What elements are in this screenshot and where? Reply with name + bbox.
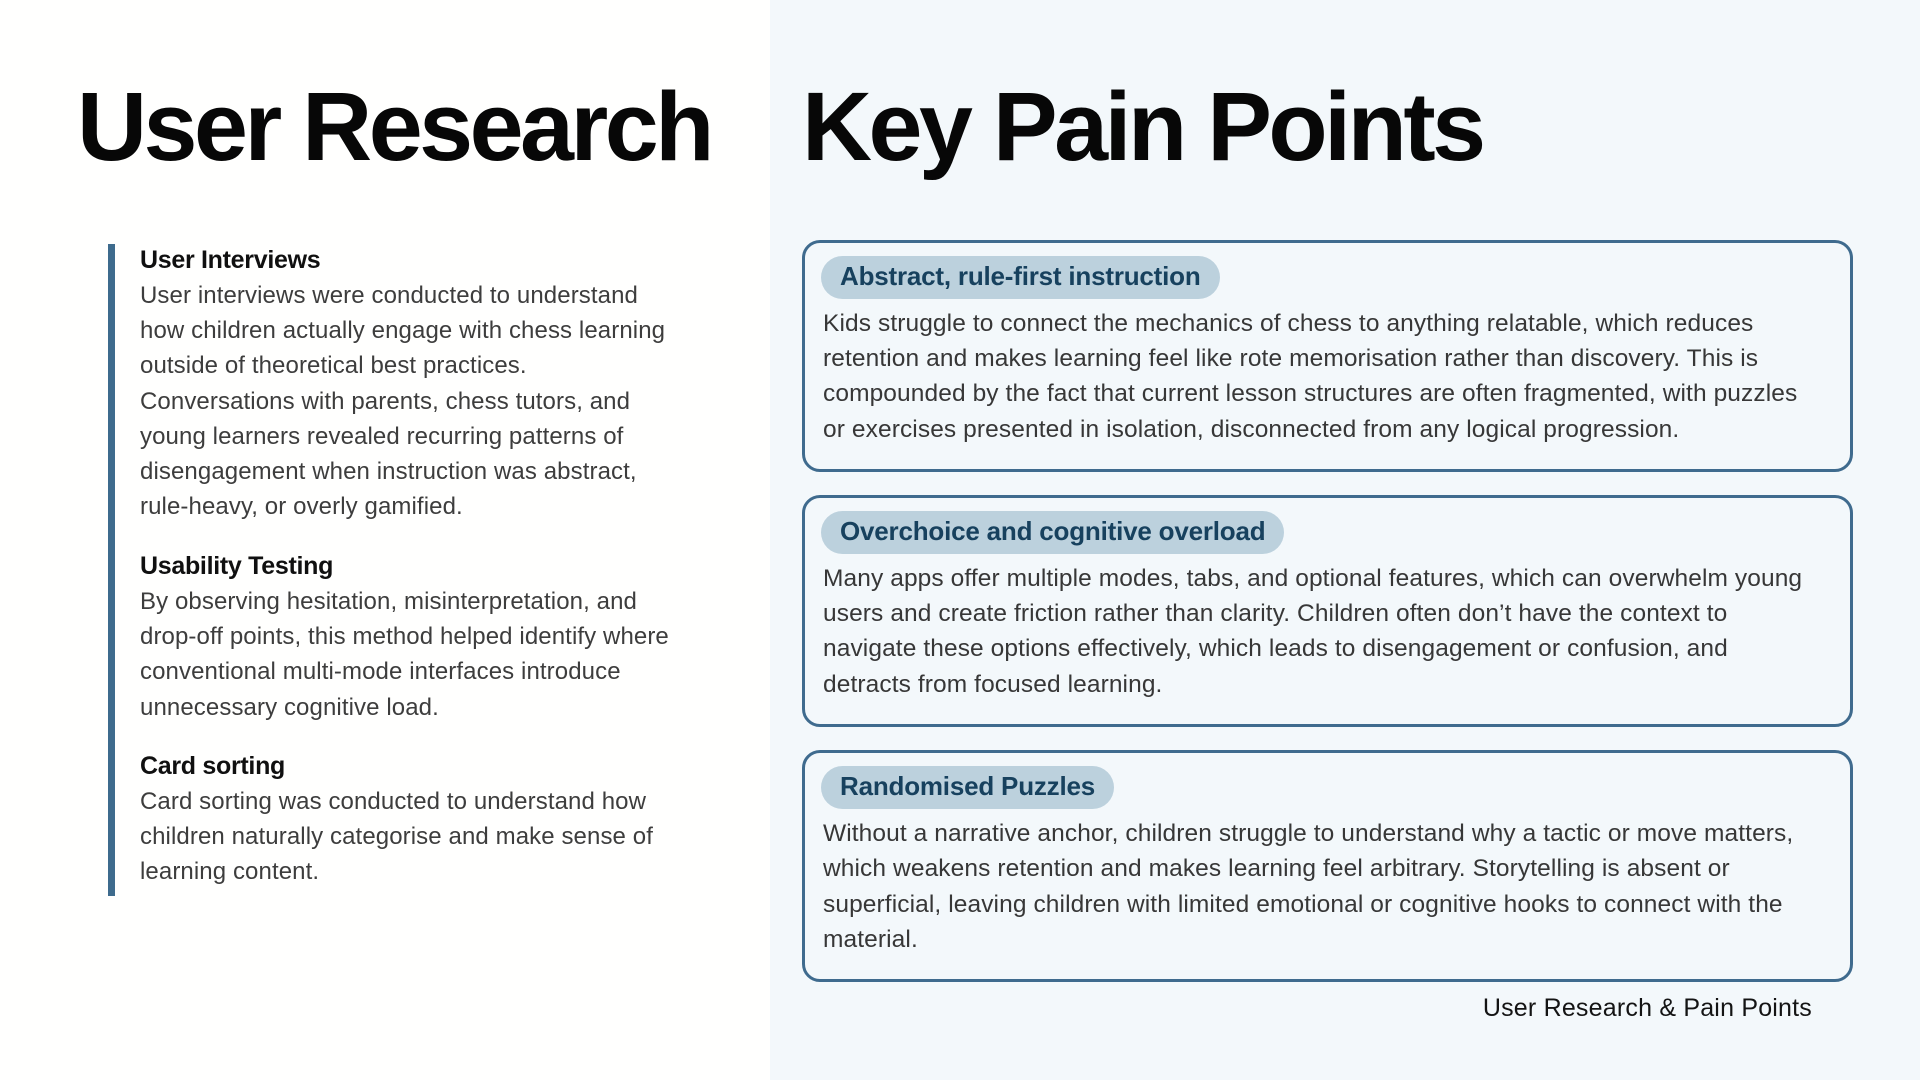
pain-card-label: Randomised Puzzles	[821, 765, 1115, 809]
research-section-usability-testing: Usability Testing By observing hesitatio…	[140, 552, 673, 725]
section-heading: Usability Testing	[140, 551, 334, 580]
pain-card-label: Overchoice and cognitive overload	[821, 510, 1285, 554]
left-panel-title: User Research	[77, 72, 714, 181]
section-body: Card sorting was conducted to understand…	[140, 787, 653, 886]
pain-card-body: Kids struggle to connect the mechanics o…	[823, 309, 1798, 443]
pain-card-overchoice: Overchoice and cognitive overload Many a…	[802, 494, 1853, 727]
pain-card-body: Many apps offer multiple modes, tabs, an…	[823, 564, 1803, 698]
research-section-user-interviews: User Interviews User interviews were con…	[140, 246, 673, 525]
section-heading: User Interviews	[140, 245, 321, 274]
section-body: User interviews were conducted to unders…	[140, 281, 666, 521]
right-panel-title: Key Pain Points	[802, 72, 1486, 181]
user-research-panel: User Research User Interviews User inter…	[0, 0, 770, 1080]
research-section-card-sorting: Card sorting Card sorting was conducted …	[140, 752, 673, 890]
key-pain-points-panel: Key Pain Points Abstract, rule-first ins…	[770, 0, 1920, 1080]
pain-card-label: Abstract, rule-first instruction	[821, 255, 1220, 299]
research-methods-block: User Interviews User interviews were con…	[108, 243, 673, 896]
pain-card-randomised-puzzles: Randomised Puzzles Without a narrative a…	[802, 749, 1853, 983]
pain-card-abstract-instruction: Abstract, rule-first instruction Kids st…	[802, 239, 1853, 472]
section-body: By observing hesitation, misinterpretati…	[140, 587, 669, 721]
pain-point-cards: Abstract, rule-first instruction Kids st…	[802, 239, 1853, 983]
slide-footer-caption: User Research & Pain Points	[1482, 994, 1812, 1022]
pain-card-body: Without a narrative anchor, children str…	[823, 819, 1794, 953]
section-heading: Card sorting	[140, 751, 286, 780]
